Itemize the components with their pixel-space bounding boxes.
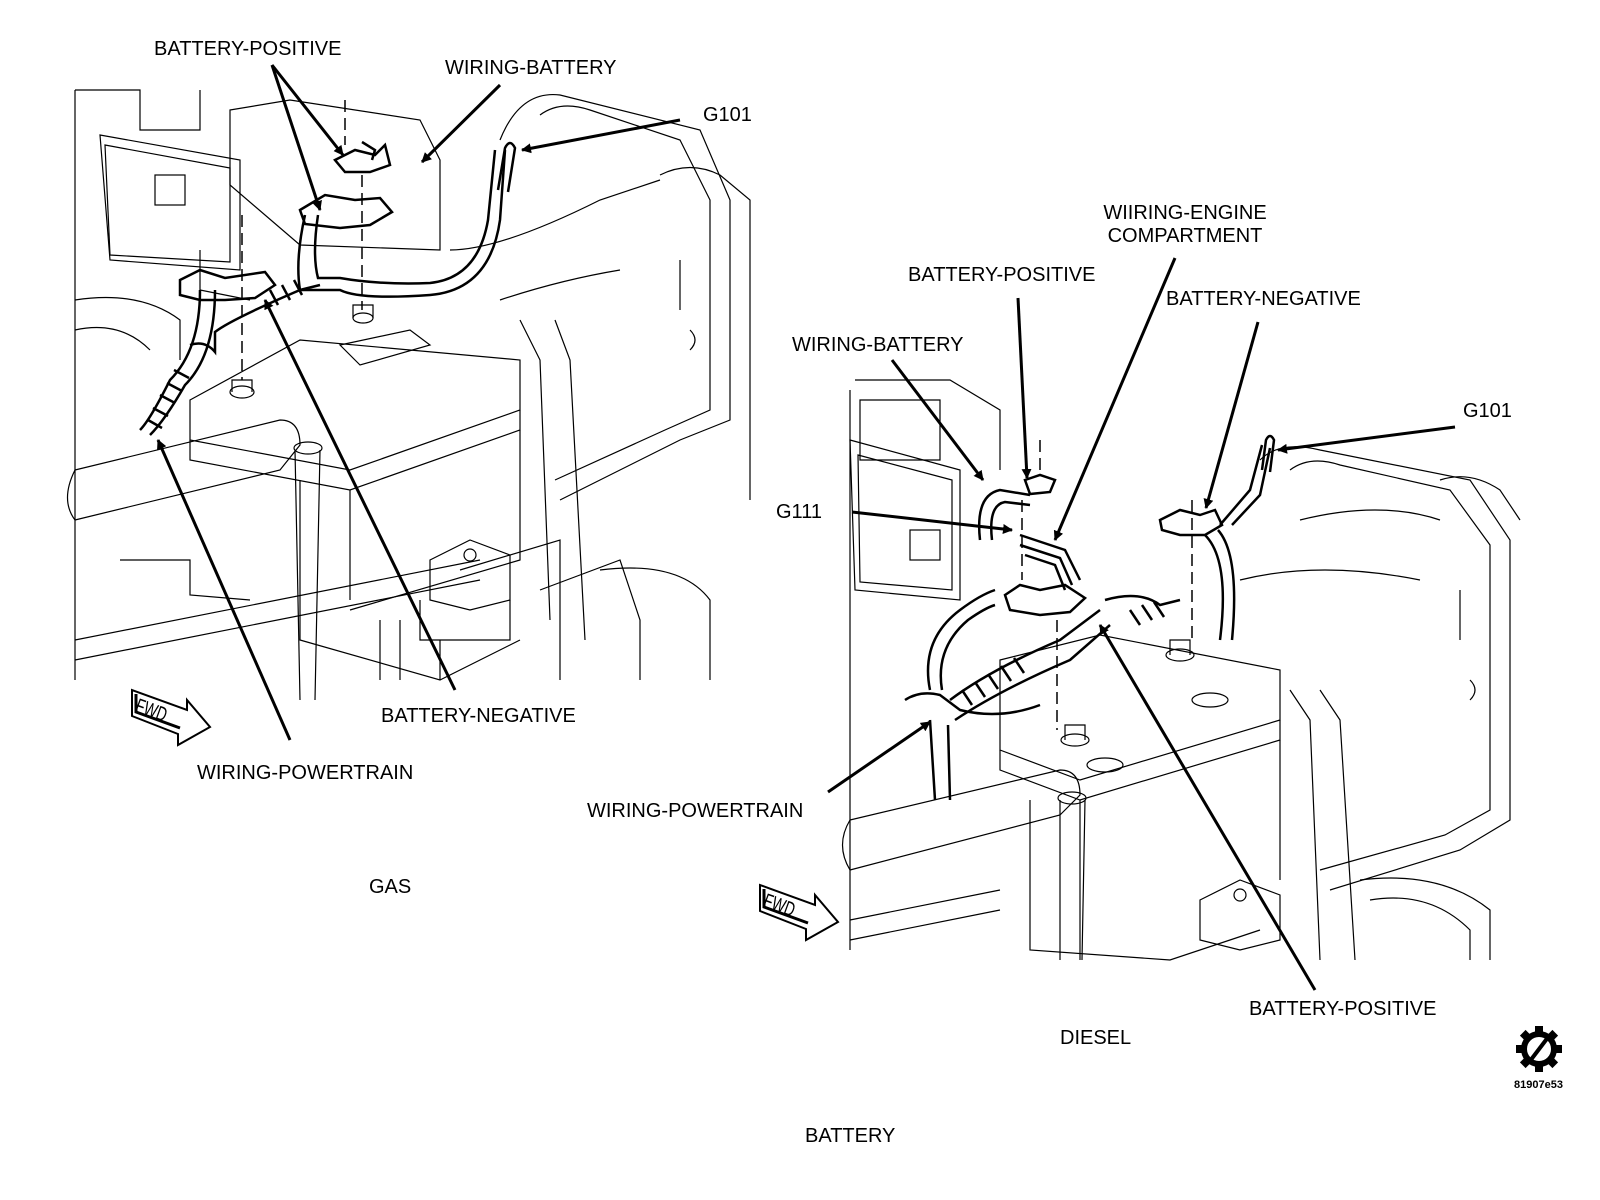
callout-gas-wiring-powertrain: WIRING-POWERTRAIN — [197, 762, 414, 784]
callout-gas-wiring-battery: WIRING-BATTERY — [445, 57, 617, 79]
callout-diesel-wiring-powertrain: WIRING-POWERTRAIN — [587, 800, 804, 822]
gear-with-wrench-icon — [1516, 1026, 1562, 1072]
callout-gas-battery-negative: BATTERY-NEGATIVE — [381, 705, 576, 727]
view-label-gas: GAS — [369, 876, 412, 898]
callout-diesel-battery-positive-bottom: BATTERY-POSITIVE — [1249, 998, 1437, 1020]
gas-cables — [139, 140, 517, 436]
callout-diesel-wiring-engine-compartment: WIIRING-ENGINE COMPARTMENT — [1085, 202, 1285, 248]
diagram-title: BATTERY — [805, 1125, 896, 1147]
callout-line-1: WIIRING-ENGINE — [1103, 202, 1267, 224]
callout-gas-g101: G101 — [703, 104, 752, 126]
callout-diesel-g111: G111 — [776, 501, 822, 523]
gas-view-drawing — [66, 89, 751, 701]
diesel-stud-lines — [1021, 440, 1193, 730]
callout-diesel-wiring-battery: WIRING-BATTERY — [792, 334, 964, 356]
fwd-arrow-diesel — [759, 883, 840, 942]
diesel-leader-lines — [827, 257, 1456, 991]
callout-line-2: COMPARTMENT — [1107, 225, 1263, 247]
diesel-cables — [904, 434, 1276, 801]
figure-id: 81907e53 — [1514, 1079, 1563, 1091]
view-label-diesel: DIESEL — [1060, 1027, 1132, 1049]
callout-diesel-battery-positive-top: BATTERY-POSITIVE — [908, 264, 1096, 286]
fwd-arrow-gas — [131, 688, 212, 747]
gas-stud-lines — [241, 100, 363, 380]
diesel-view-drawing — [841, 379, 1521, 961]
gas-leader-lines — [156, 64, 681, 741]
callout-diesel-battery-negative: BATTERY-NEGATIVE — [1166, 288, 1361, 310]
callout-gas-battery-positive: BATTERY-POSITIVE — [154, 38, 342, 60]
callout-diesel-g101: G101 — [1463, 400, 1512, 422]
